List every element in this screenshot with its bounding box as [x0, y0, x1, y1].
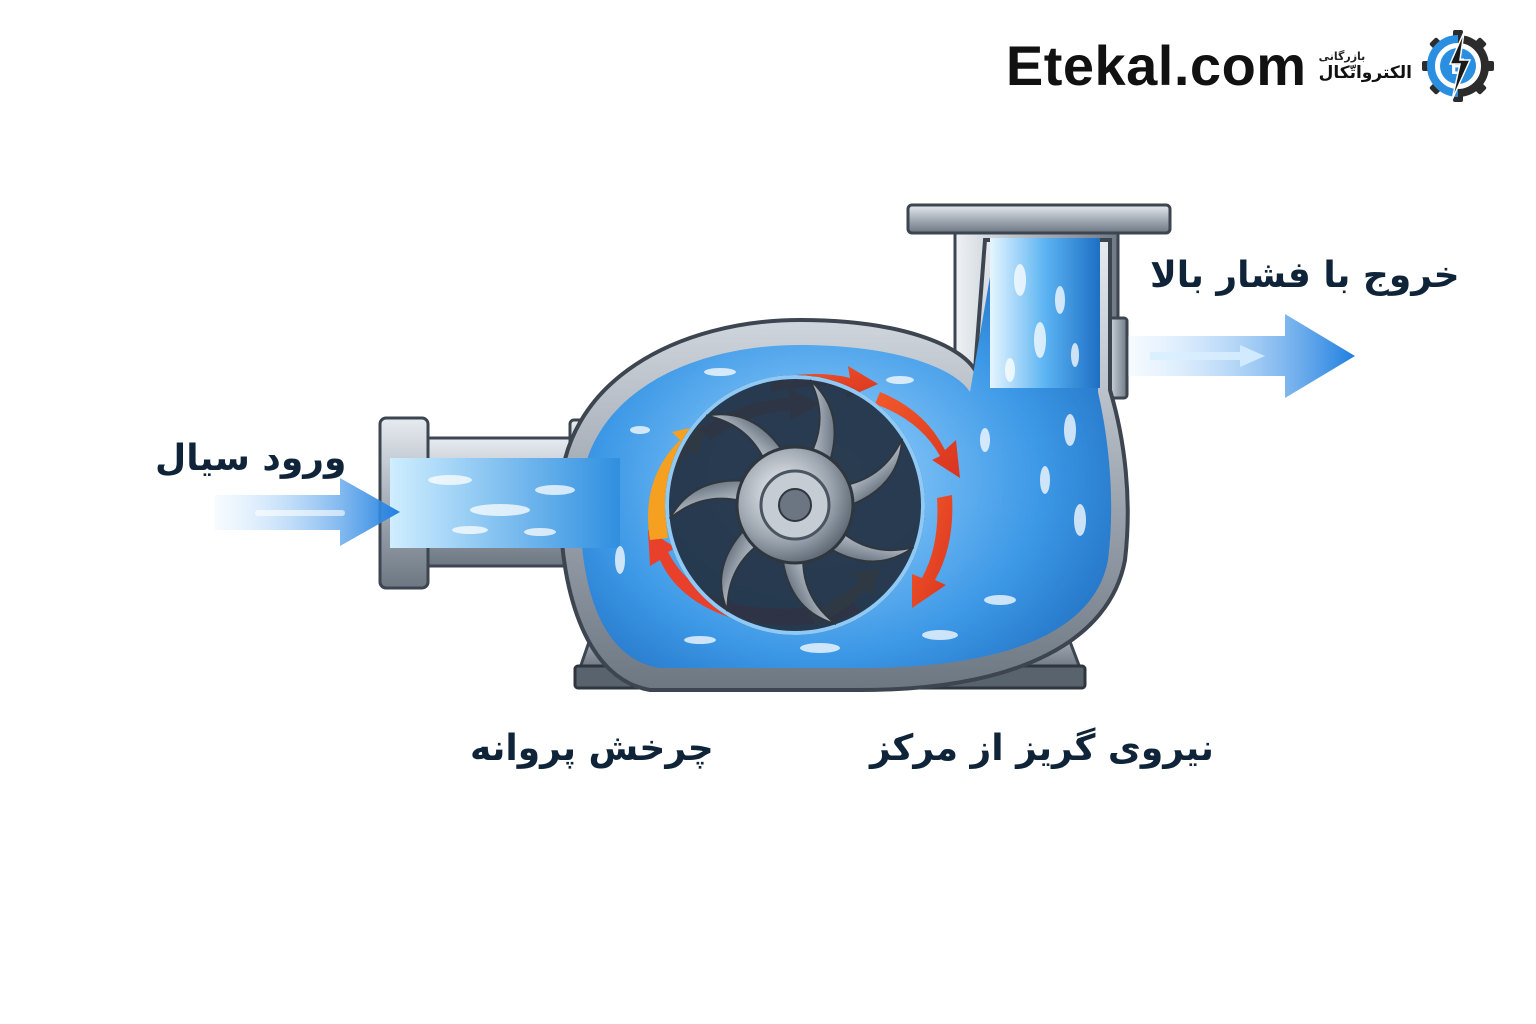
impeller [665, 375, 925, 635]
brand-subtitle: بازرگانی [1318, 49, 1366, 63]
outlet-flow-arrow [1128, 314, 1355, 398]
brand-persian-name: بازرگانی الکترواتّکال [1319, 50, 1412, 83]
brand-site-name: Etekal.com [1005, 34, 1307, 97]
outlet-label: خروج با فشار بالا [1150, 255, 1460, 296]
gear-lightning-logo-icon: E [1422, 30, 1494, 102]
impeller-rotation-label: چرخش پروانه [470, 728, 714, 769]
water-splash-highlights [428, 264, 1086, 653]
centrifugal-force-label: نیروی گریز از مرکز [870, 728, 1214, 769]
inlet-pipe-water [390, 458, 620, 548]
brand-title: الکترواتّکال [1318, 62, 1412, 83]
brand-header: Etekal.com بازرگانی الکترواتّکال E [1006, 28, 1496, 104]
inlet-flow-arrow [215, 478, 400, 546]
inlet-label: ورود سیال [155, 438, 347, 479]
